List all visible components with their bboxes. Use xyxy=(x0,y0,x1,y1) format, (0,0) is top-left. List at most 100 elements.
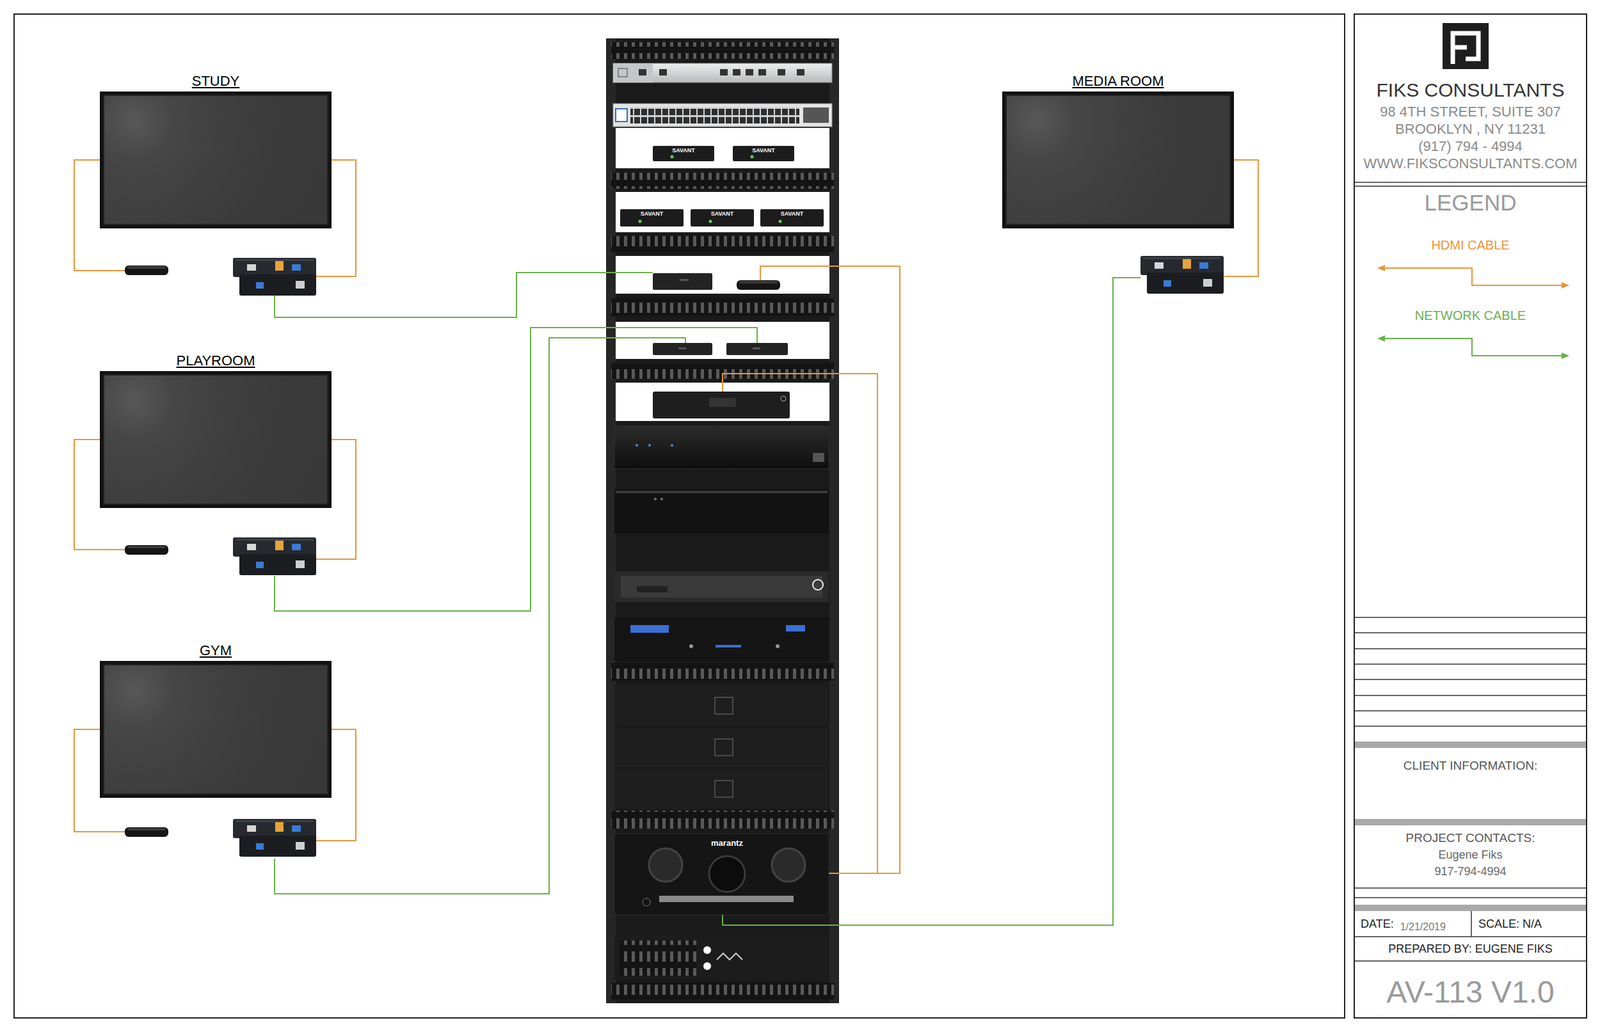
room-label: PLAYROOM xyxy=(176,352,255,370)
title-block-grid xyxy=(1354,897,1587,899)
device-brand: SAVANT xyxy=(652,146,715,155)
legend-text: NETWORK CABLE xyxy=(1415,304,1526,328)
company-name: FIKS CONSULTANTS xyxy=(1376,77,1565,104)
room-label: MEDIA ROOM xyxy=(1072,72,1164,90)
company-address: 98 4TH STREET, SUITE 307 xyxy=(1379,103,1561,121)
prepared-by-cell: PREPARED BY: EUGENE FIKS xyxy=(1356,939,1584,959)
title-block-grid xyxy=(1354,695,1587,697)
equipment-rack xyxy=(659,69,667,76)
equipment-rack xyxy=(652,343,713,356)
company-logo xyxy=(1452,33,1479,64)
room-label: GYM xyxy=(199,642,232,660)
equipment-rack xyxy=(726,343,788,356)
tv-stand-devices xyxy=(124,545,169,555)
hdmi-cable xyxy=(74,160,1259,874)
legend-text: HDMI CABLE xyxy=(1431,233,1510,257)
title-block-band xyxy=(1354,741,1586,749)
equipment-rack xyxy=(638,69,647,76)
equipment-rack xyxy=(670,444,674,447)
equipment-rack xyxy=(614,571,829,603)
scale-value: SCALE: N/A xyxy=(1472,913,1542,936)
date-value: 1/21/2019 xyxy=(1400,916,1446,934)
equipment-rack xyxy=(714,739,733,756)
legend-arrowhead xyxy=(1561,352,1570,360)
equipment-rack xyxy=(614,685,829,726)
device-brand: SAVANT xyxy=(620,209,684,218)
title-block-grid xyxy=(1354,632,1587,634)
equipment-rack xyxy=(618,68,628,77)
equipment-rack xyxy=(709,856,745,893)
equipment-rack xyxy=(652,391,790,419)
title-block-grid xyxy=(1354,181,1587,184)
equipment-rack xyxy=(611,42,834,59)
sheet-frame xyxy=(14,14,1345,1019)
equipment-rack xyxy=(615,192,830,233)
equipment-rack xyxy=(689,644,694,649)
equipment-rack xyxy=(750,155,754,159)
legend-line-sample xyxy=(1356,256,1584,293)
equipment-rack xyxy=(614,489,829,534)
title-block-grid xyxy=(1354,936,1587,938)
equipment-rack xyxy=(648,848,683,882)
cell-heading: CLIENT INFORMATION: xyxy=(1403,755,1538,777)
equipment-rack xyxy=(777,69,786,76)
company-address: BROOKLYN , NY 11231 xyxy=(1395,120,1546,138)
title-block-grid xyxy=(1354,679,1587,681)
project-contacts-cell: PROJECT CONTACTS:Eugene Fiks917-794-4994 xyxy=(1356,830,1584,882)
equipment-rack xyxy=(775,644,780,649)
equipment-rack xyxy=(619,940,697,976)
legend-arrowhead xyxy=(1377,335,1385,342)
equipment-rack xyxy=(614,617,829,662)
equipment-rack xyxy=(716,953,743,960)
equipment-rack xyxy=(652,273,713,290)
equipment-rack xyxy=(652,145,715,162)
equipment-rack xyxy=(679,279,689,281)
company-block: FIKS CONSULTANTS98 4TH STREET, SUITE 307… xyxy=(1356,77,1584,180)
hdmi-cable xyxy=(722,373,878,874)
contact-detail: Eugene Fiks xyxy=(1438,846,1503,864)
company-address: WWW.FIKSCONSULTANTS.COM xyxy=(1363,154,1577,173)
network-cable xyxy=(274,327,758,612)
equipment-rack xyxy=(613,63,653,83)
scale-cell: SCALE: N/A xyxy=(1472,913,1586,936)
title-block-grid xyxy=(1354,887,1587,889)
title-block-band xyxy=(1354,904,1586,912)
tv-stand-devices xyxy=(124,827,169,838)
equipment-rack xyxy=(606,38,840,1004)
equipment-rack xyxy=(613,103,832,127)
equipment-rack xyxy=(812,579,824,591)
equipment-rack xyxy=(732,145,795,162)
title-block-grid xyxy=(1354,960,1587,962)
equipment-rack xyxy=(615,256,830,294)
equipment-rack xyxy=(703,962,712,971)
equipment-rack xyxy=(630,625,669,633)
network-cable xyxy=(274,272,1141,926)
equipment-rack xyxy=(709,398,736,408)
tv-screen: PLAYROOM xyxy=(99,371,332,509)
tv-stand-devices xyxy=(232,257,317,296)
sheet-frame xyxy=(1354,14,1587,1019)
equipment-rack xyxy=(659,896,794,903)
client-info-cell: CLIENT INFORMATION: xyxy=(1356,755,1584,777)
company-logo xyxy=(1442,23,1489,70)
equipment-rack xyxy=(614,727,829,768)
equipment-rack xyxy=(620,576,823,598)
title-block-grid xyxy=(1354,725,1587,728)
title-block-grid xyxy=(1354,185,1587,187)
equipment-rack xyxy=(771,848,806,882)
tv-screen: GYM xyxy=(99,661,332,799)
equipment-rack xyxy=(778,220,783,224)
equipment-rack xyxy=(736,280,781,290)
equipment-rack xyxy=(760,209,824,227)
equipment-rack xyxy=(796,69,805,76)
network-cable xyxy=(274,272,653,318)
room-label: STUDY xyxy=(192,72,240,90)
legend-line xyxy=(1382,338,1565,356)
tv-stand-devices xyxy=(232,537,317,576)
device-brand: SAVANT xyxy=(760,209,824,218)
company-logo xyxy=(1442,23,1489,70)
equipment-rack xyxy=(660,497,664,501)
title-block-band xyxy=(1354,741,1586,912)
equipment-rack xyxy=(714,780,733,798)
